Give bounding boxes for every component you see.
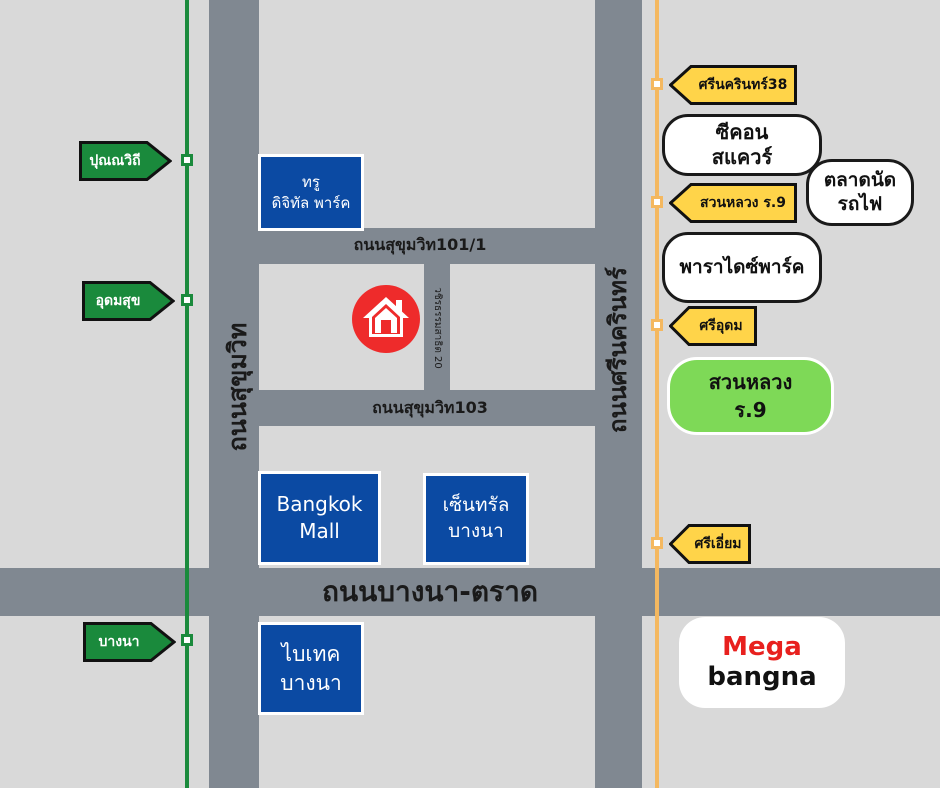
road-label-sukhumvit-103: ถนนสุขุมวิท103 [372,398,488,417]
station-sign-suan-luang: สวนหลวง ร.9 [669,183,797,223]
landmark-seacon-square: ซีคอน สแควร์ [662,114,822,176]
station-label: ศรีเอี่ยม [694,536,742,552]
landmark-line2: บางนา [448,520,504,542]
landmark-bangkok-mall: Bangkok Mall [258,471,381,565]
station-label: สวนหลวง ร.9 [700,195,786,211]
station-marker-bangna [181,634,193,646]
landmark-line1: ซีคอน [715,120,769,144]
landmark-suan-luang-park: สวนหลวง ร.9 [667,357,834,435]
landmark-line1: เซ็นทรัล [442,494,510,517]
landmark-central-bangna: เซ็นทรัล บางนา [423,473,529,565]
station-sign-punnawithi: ปุณณวิถี [79,141,172,181]
landmark-line2: สแควร์ [711,145,773,169]
sign-arrow-shape [79,141,172,181]
landmark-paradise-park: พาราไดซ์พาร์ค [662,232,822,303]
road-label-wachira-20: วชิรธรรมสาธิต 20 [432,287,443,369]
station-label: ปุณณวิถี [89,153,141,169]
station-marker-si-iam [651,537,663,549]
home-marker [352,285,420,353]
sign-arrow-shape [669,306,757,346]
station-marker-udomsuk [181,294,193,306]
station-sign-srinakarin-38: ศรีนครินทร์38 [669,65,797,105]
road-label-bangna-trad: ถนนบางนา-ตราด [321,575,538,608]
road-wachira-20 [424,228,450,426]
station-label: อุดมสุข [95,293,141,309]
station-sign-si-udom: ศรีอุดม [669,306,757,346]
station-sign-udomsuk: อุดมสุข [82,281,175,321]
landmark-true-digital-park: ทรู ดิจิทัล พาร์ค [258,154,364,231]
station-label: บางนา [98,634,140,650]
green-line [185,0,189,788]
sign-arrow-shape [83,622,176,662]
station-sign-si-iam: ศรีเอี่ยม [669,524,751,564]
road-label-sukhumvit-101-1: ถนนสุขุมวิท101/1 [353,235,487,254]
landmark-line1: พาราไดซ์พาร์ค [679,255,805,278]
sign-arrow-shape [669,183,797,223]
road-label-srinakarin: ถนนศรีนครินทร์ [604,267,632,433]
station-label: ศรีนครินทร์38 [698,77,788,93]
landmark-line2: ร.9 [734,398,767,422]
landmark-line2: ดิจิทัล พาร์ค [271,193,351,212]
landmark-line1: ตลาดนัด [823,168,897,191]
sign-arrow-shape [669,524,751,564]
house-icon [363,297,409,337]
station-label: ศรีอุดม [699,318,743,334]
landmark-line1: ไบเทค [281,642,341,667]
road-bangna-trad [0,568,940,616]
station-sign-bangna: บางนา [83,622,176,662]
mega-logo-word: Mega [722,631,802,662]
landmark-train-market: ตลาดนัด รถไฟ [806,159,914,226]
station-marker-punnawithi [181,154,193,166]
landmark-line2: Mall [299,519,340,543]
landmark-line2: รถไฟ [837,192,883,215]
landmark-mega-bangna: Mega bangna [679,617,845,708]
sign-arrow-shape [82,281,175,321]
landmark-line1: Bangkok [276,492,363,516]
road-label-sukhumvit: ถนนสุขุมวิท [223,322,252,452]
landmark-line2: บางนา [280,670,342,695]
station-marker-suan-luang [651,196,663,208]
station-marker-srinakarin-38 [651,78,663,90]
mega-logo-word-bangna: bangna [707,661,817,692]
sign-arrow-shape [669,65,797,105]
landmark-line1: ทรู [302,173,320,192]
yellow-line [655,0,659,788]
landmark-line1: สวนหลวง [708,370,793,394]
landmark-bitec-bangna: ไบเทค บางนา [258,622,364,715]
station-marker-si-udom [651,319,663,331]
